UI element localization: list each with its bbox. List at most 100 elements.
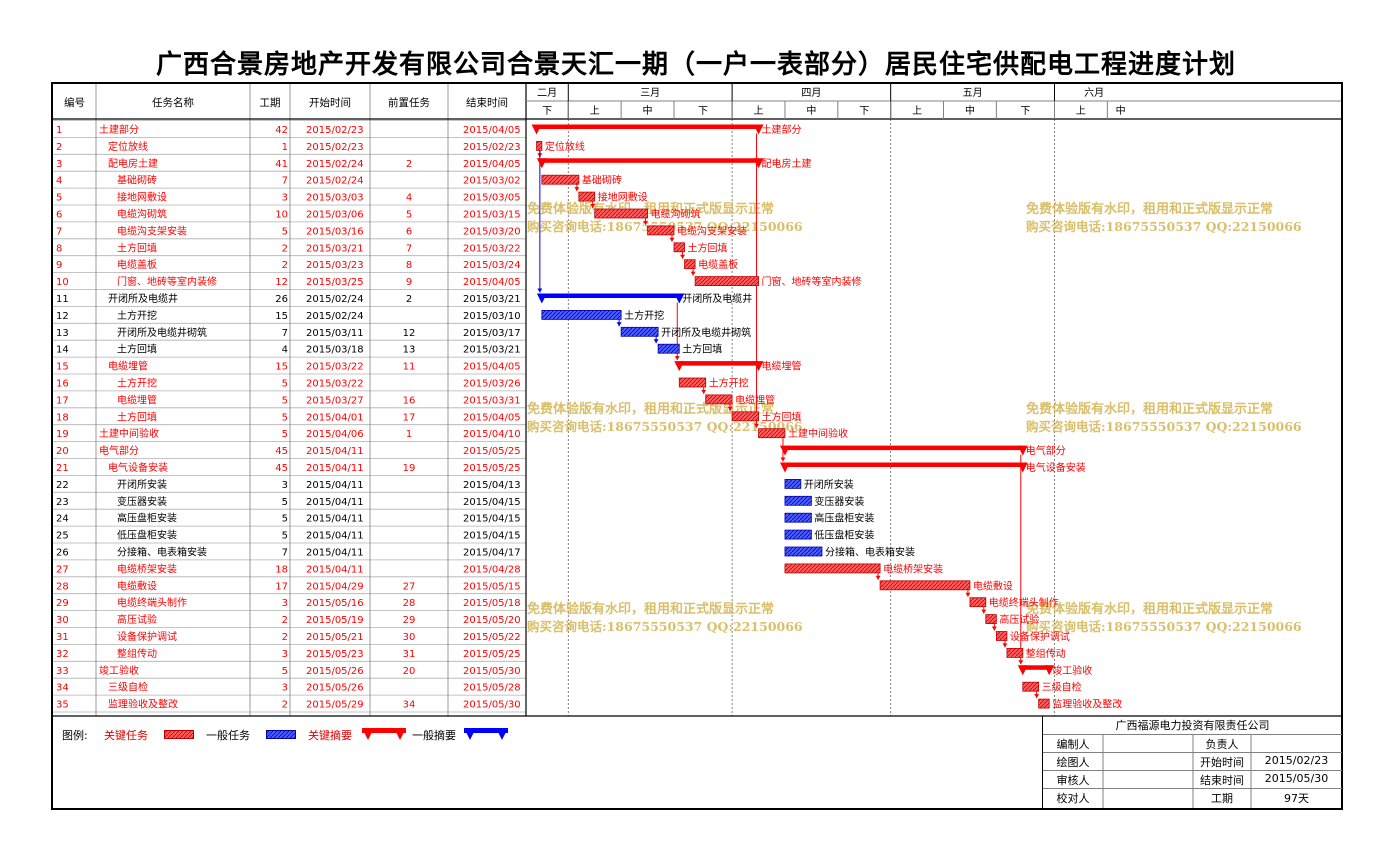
task-23-end: 2015/04/15 (463, 497, 521, 508)
watermark-line1: 免费体验版有水印，租用和正式版显示正常 (527, 201, 774, 217)
task-28-end: 2015/05/15 (463, 581, 521, 592)
task-5-pred: 4 (406, 193, 412, 204)
bar-label-6: 电缆沟砌筑 (651, 208, 701, 221)
summary-bar-21 (784, 462, 1023, 467)
task-29-name: 电缆终端头制作 (117, 596, 187, 609)
dependency-arrow (690, 271, 696, 276)
task-21-start: 2015/04/11 (306, 463, 364, 474)
legend-critical-summary-label: 关键摘要 (308, 729, 352, 742)
task-33-pred: 20 (403, 666, 416, 677)
task-30-pred: 29 (403, 615, 416, 626)
task-bar-28 (879, 580, 971, 591)
task-26-duration: 7 (282, 548, 288, 559)
bar-label-35: 监理验收及整改 (1052, 698, 1122, 711)
task-8-name: 土方回填 (117, 241, 157, 254)
task-24-duration: 5 (282, 514, 288, 525)
summary-start-marker (536, 293, 547, 304)
info-end-label: 结束时间 (1200, 774, 1244, 787)
task-23-start: 2015/04/11 (306, 497, 364, 508)
task-33-duration: 5 (282, 666, 288, 677)
task-6-name: 电缆沟砌筑 (117, 208, 167, 221)
task-31-duration: 2 (282, 632, 288, 643)
task-20-end: 2015/05/25 (463, 446, 521, 457)
task-8-start: 2015/03/21 (306, 243, 364, 254)
summary-start-marker (531, 124, 542, 135)
task-8-end: 2015/03/22 (463, 243, 521, 254)
task-18-end: 2015/04/05 (463, 412, 521, 423)
task-17-duration: 5 (282, 395, 288, 406)
task-5-start: 2015/03/03 (306, 193, 364, 204)
task-8-id: 8 (56, 243, 62, 254)
task-29-start: 2015/05/16 (306, 598, 364, 609)
task-28-start: 2015/04/29 (306, 581, 364, 592)
task-32-id: 32 (56, 649, 69, 660)
bar-label-25: 低压盘柜安装 (814, 529, 874, 542)
task-34-end: 2015/05/28 (463, 683, 521, 694)
dependency-arrow (1002, 643, 1008, 648)
task-31-id: 31 (56, 632, 69, 643)
bar-label-30: 高压试验 (999, 613, 1039, 626)
bar-label-15: 电缆埋管 (762, 360, 802, 373)
task-1-end: 2015/04/05 (463, 125, 521, 136)
task-7-name: 电缆沟支架安装 (117, 224, 187, 237)
legend-critical-task-swatch (164, 729, 194, 739)
task-bar-7 (647, 225, 675, 236)
task-27-duration: 18 (275, 564, 288, 575)
dependency-arrow (1018, 660, 1024, 665)
info-owner-label: 负责人 (1205, 738, 1239, 751)
task-28-pred: 27 (403, 581, 416, 592)
dependency-arrow (680, 254, 686, 259)
month-4: 六月 (1084, 87, 1104, 99)
period-7: 上 (912, 105, 922, 117)
watermark-line1: 免费体验版有水印，租用和正式版显示正常 (527, 601, 774, 617)
task-21-duration: 45 (275, 463, 288, 474)
summary-end-marker (1017, 445, 1028, 456)
task-34-duration: 3 (282, 683, 288, 694)
bar-label-4: 基础砌砖 (582, 174, 622, 187)
task-35-start: 2015/05/29 (306, 700, 364, 711)
dependency-arrow (727, 406, 733, 411)
info-company-row: 广西福源电力投资有限责任公司 (1043, 716, 1342, 734)
task-31-end: 2015/05/22 (463, 632, 521, 643)
task-14-id: 14 (56, 345, 69, 356)
task-34-start: 2015/05/26 (306, 683, 364, 694)
task-bar-30 (985, 614, 997, 624)
task-4-id: 4 (56, 176, 62, 187)
task-9-name: 电缆盖板 (117, 258, 157, 271)
task-29-pred: 28 (403, 598, 416, 609)
task-30-name: 高压试验 (117, 613, 157, 626)
task-26-end: 2015/04/17 (463, 548, 521, 559)
task-3-start: 2015/02/24 (306, 159, 364, 170)
summary-bar-1 (536, 124, 759, 129)
task-9-duration: 2 (282, 260, 288, 271)
task-bar-14 (657, 343, 680, 354)
task-32-pred: 31 (403, 649, 416, 660)
task-6-end: 2015/03/15 (463, 210, 521, 221)
dependency-arrow (875, 575, 881, 580)
task-bar-24 (784, 512, 812, 523)
task-11-id: 11 (56, 294, 69, 305)
task-35-duration: 2 (282, 700, 288, 711)
task-24-name: 高压盘柜安装 (117, 512, 177, 525)
task-3-pred: 2 (406, 159, 412, 170)
task-27-id: 27 (56, 564, 69, 575)
period-4: 上 (754, 105, 764, 117)
task-bar-8 (673, 242, 685, 253)
task-32-name: 整组传动 (117, 647, 157, 660)
task-bar-25 (784, 529, 812, 540)
info-drawer-label: 绘图人 (1056, 756, 1090, 769)
task-7-end: 2015/03/20 (463, 226, 521, 237)
legend-normal-task-label: 一般任务 (206, 729, 250, 742)
task-3-name: 配电房土建 (108, 157, 158, 170)
task-9-id: 9 (56, 260, 62, 271)
task-23-id: 23 (56, 497, 69, 508)
bar-label-27: 电缆桥架安装 (883, 562, 943, 575)
task-30-start: 2015/05/19 (306, 615, 364, 626)
task-26-id: 26 (56, 548, 69, 559)
task-bar-18 (731, 411, 759, 422)
period-6: 下 (859, 106, 869, 117)
task-7-id: 7 (56, 226, 62, 237)
period-0: 下 (542, 106, 552, 117)
dependency-arrow (590, 204, 596, 208)
